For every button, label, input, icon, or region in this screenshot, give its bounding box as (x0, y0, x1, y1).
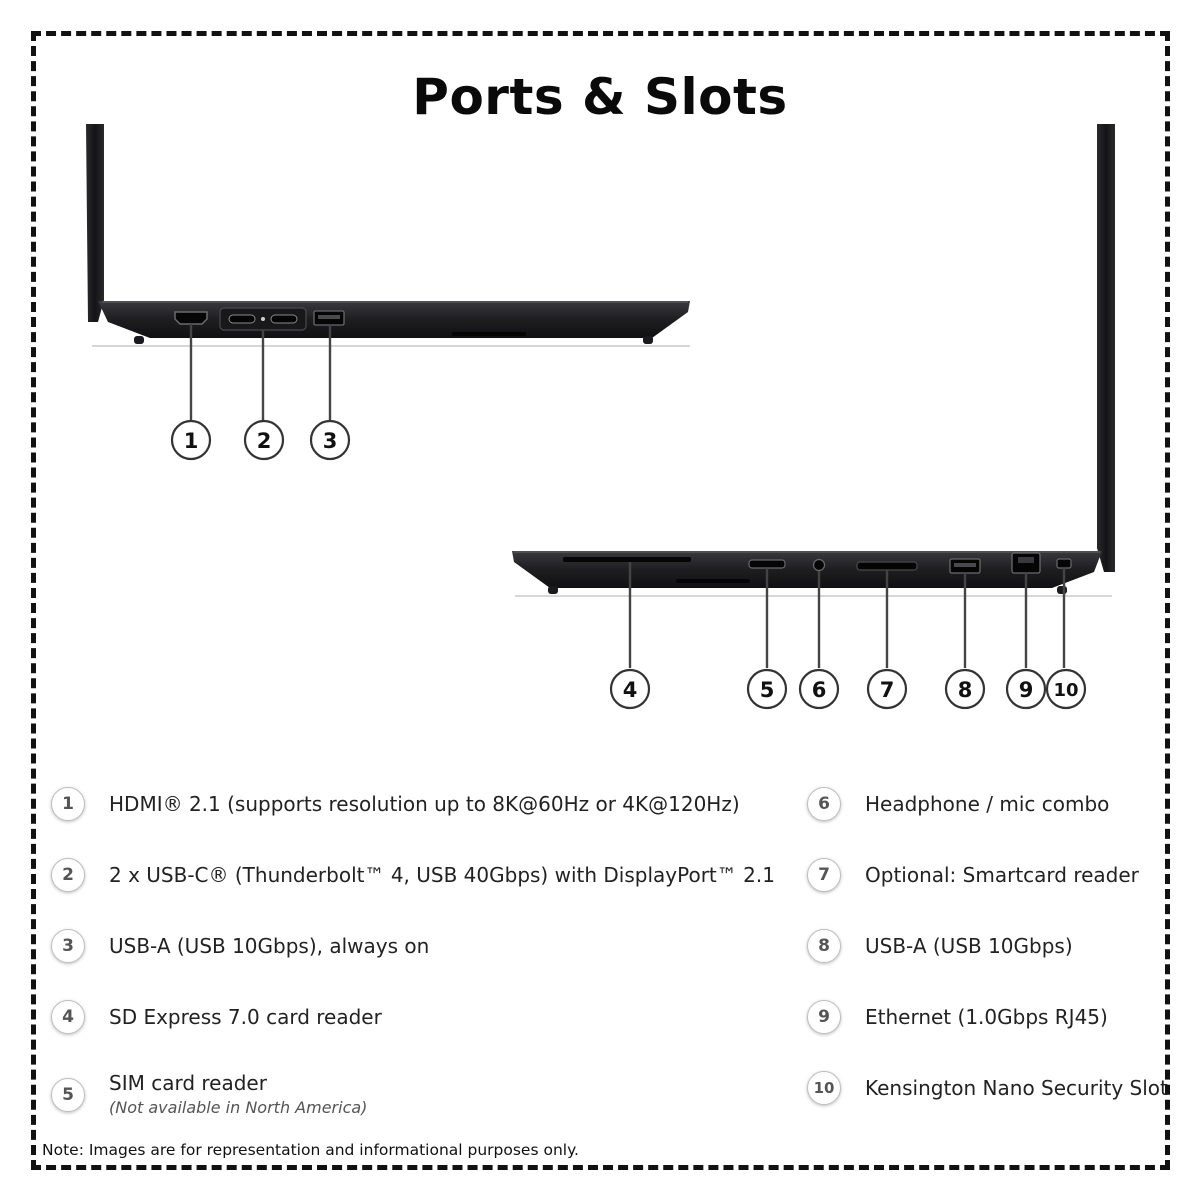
callout-2: 2 (243, 419, 285, 461)
laptop-right-view (512, 124, 1115, 597)
ethernet-port-icon (1011, 552, 1041, 574)
callout-6: 6 (798, 668, 840, 710)
legend-badge: 4 (51, 1000, 85, 1034)
usb-a-port-icon (313, 310, 345, 326)
legend-badge: 1 (51, 787, 85, 821)
disclaimer-note: Note: Images are for representation and … (42, 1141, 579, 1159)
svg-text:8: 8 (958, 678, 973, 702)
svg-text:2: 2 (257, 429, 272, 453)
legend-text: Optional: Smartcard reader (865, 863, 1139, 887)
legend-badge: 2 (51, 858, 85, 892)
svg-text:5: 5 (760, 678, 775, 702)
legend-text: HDMI® 2.1 (supports resolution up to 8K@… (109, 792, 740, 816)
legend-badge: 3 (51, 929, 85, 963)
usb-c-ports-icon (219, 307, 307, 331)
legend-text: Ethernet (1.0Gbps RJ45) (865, 1005, 1108, 1029)
legend-badge: 6 (807, 787, 841, 821)
legend-text: SIM card reader (109, 1071, 267, 1095)
laptop-left-view (86, 124, 690, 347)
svg-text:4: 4 (623, 678, 638, 702)
legend-badge: 8 (807, 929, 841, 963)
callout-9: 9 (1005, 668, 1047, 710)
callout-10: 10 (1045, 668, 1087, 710)
legend-text: USB-A (USB 10Gbps), always on (109, 934, 430, 958)
legend-badge: 7 (807, 858, 841, 892)
legend-subtext: (Not available in North America) (109, 1098, 368, 1117)
legend-badge: 9 (807, 1000, 841, 1034)
page-title: Ports & Slots (412, 68, 788, 126)
legend-badge: 10 (807, 1071, 841, 1105)
svg-text:9: 9 (1019, 678, 1034, 702)
svg-text:7: 7 (880, 678, 895, 702)
hdmi-port-icon (174, 311, 208, 325)
dashed-border (31, 31, 1170, 1170)
legend-text: Headphone / mic combo (865, 792, 1110, 816)
svg-text:1: 1 (184, 429, 199, 453)
legend-badge: 5 (51, 1078, 85, 1112)
legend-text: USB-A (USB 10Gbps) (865, 934, 1073, 958)
callout-4: 4 (609, 668, 651, 710)
callout-8: 8 (944, 668, 986, 710)
svg-text:6: 6 (812, 678, 827, 702)
legend-text: 2 x USB-C® (Thunderbolt™ 4, USB 40Gbps) … (109, 863, 775, 887)
svg-text:10: 10 (1053, 680, 1078, 701)
svg-text:3: 3 (323, 429, 338, 453)
callout-7: 7 (866, 668, 908, 710)
legend-text: SD Express 7.0 card reader (109, 1005, 382, 1029)
callout-1: 1 (170, 419, 212, 461)
legend-text: Kensington Nano Security Slot (865, 1076, 1168, 1100)
ports-diagram: 1 2 3 (86, 124, 1115, 710)
callout-3: 3 (309, 419, 351, 461)
callout-5: 5 (746, 668, 788, 710)
